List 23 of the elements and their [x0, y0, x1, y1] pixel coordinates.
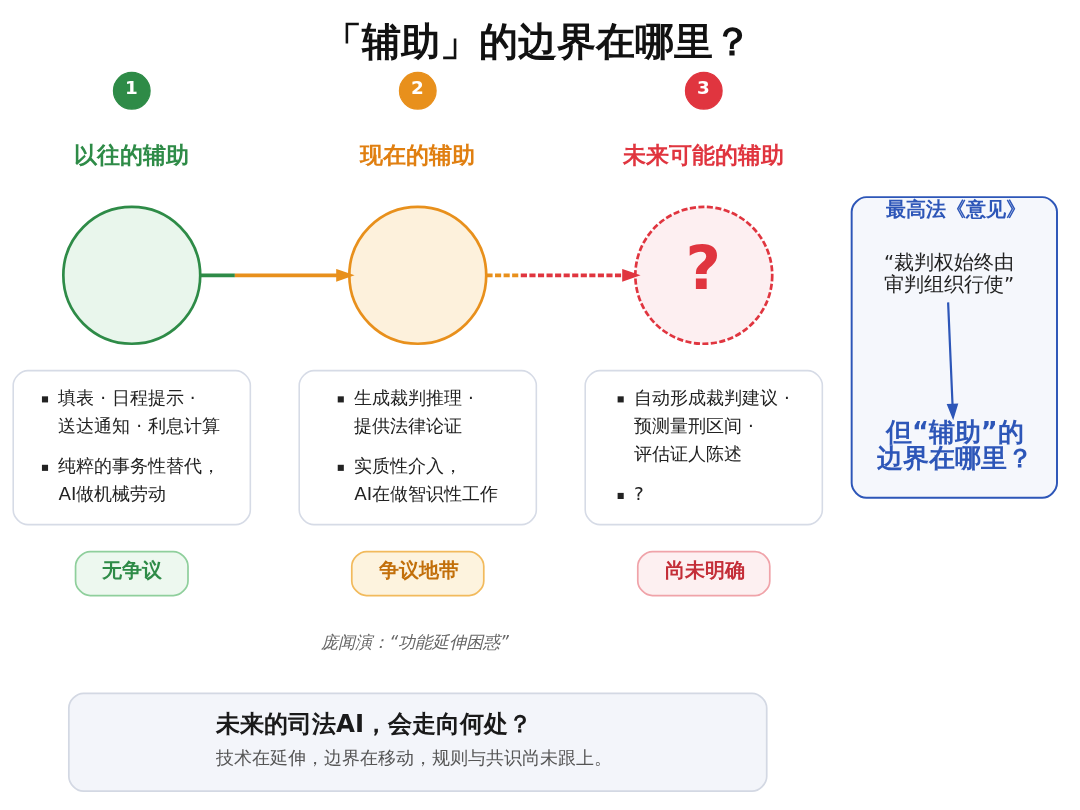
node-box: 生成裁判推理 · 提供法律论证 实质性介入，AI在做智识性工作 — [298, 369, 538, 525]
node-label: 现在的辅助 — [360, 140, 476, 168]
node-circle — [348, 205, 488, 345]
node-box: 争议地带 — [350, 550, 485, 596]
diagram-title: 「辅助」的边界在哪里？ — [323, 18, 753, 64]
node-circle: 2 — [398, 71, 437, 110]
node-box: 尚未明确 — [636, 550, 771, 596]
node-text: 但“辅助”的边界在哪里？ — [876, 416, 1033, 473]
node-box: 无争议 — [74, 550, 189, 596]
node-box: 自动形成裁判建议 · 预测量刑区间 · 评估证人陈述 ? — [584, 369, 824, 525]
node-circle: 3 — [684, 71, 723, 110]
node-box: 未来的司法AI，会走向何处？ 技术在延伸，边界在移动，规则与共识尚未跟上。 — [67, 691, 768, 792]
arrow — [946, 301, 959, 420]
arrow — [486, 268, 641, 282]
node-box: 填表 · 日程提示 · 送达通知 · 利息计算 纯粹的事务性替代，AI做机械劳动 — [12, 369, 252, 525]
node-label: 庞闻演：“功能延伸困惑” — [321, 631, 509, 652]
node-circle: ? — [634, 205, 774, 345]
node-text: “裁判权始终由审判组织行使” — [884, 250, 1015, 296]
node-circle: 1 — [112, 71, 151, 110]
node-label: 以往的辅助 — [74, 140, 190, 168]
node-label: 未来可能的辅助 — [623, 140, 785, 168]
arrow — [200, 268, 355, 282]
node-circle — [62, 205, 202, 345]
